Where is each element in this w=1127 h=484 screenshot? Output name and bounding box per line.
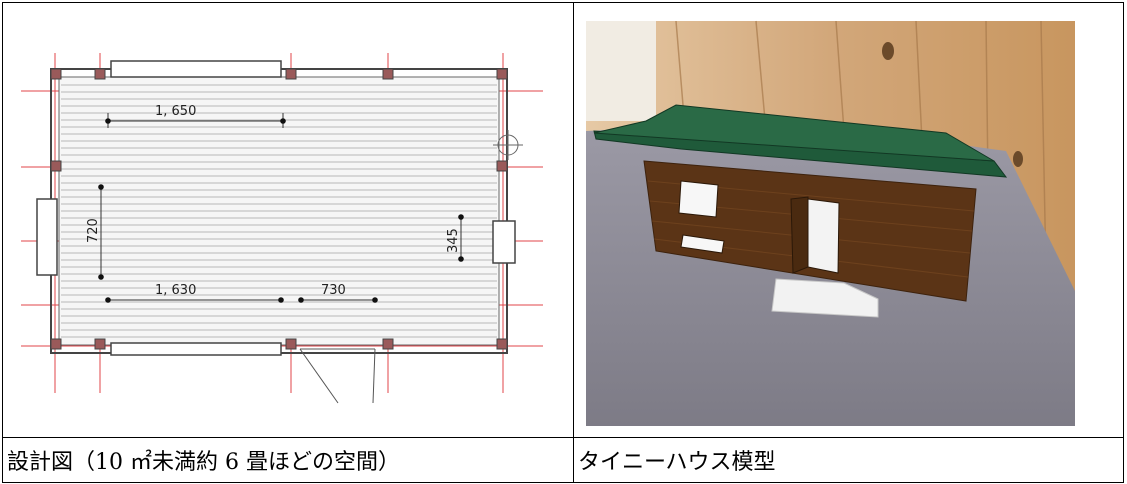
model-window-upper [678,180,719,218]
model-window-lower [680,234,725,254]
posts [50,68,508,350]
door [299,348,376,404]
floor-plan-drawing: 1, 650 1, 630 730 720 345 [21,53,543,404]
top-window [110,60,282,78]
right-window [492,220,516,264]
caption-row: 設計図（10 ㎡未満約 6 畳ほどの空間） タイニーハウス模型 [2,437,1124,483]
dim-bottom-left: 1, 630 [155,283,196,298]
caption-floor-plan: 設計図（10 ㎡未満約 6 畳ほどの空間） [2,437,574,483]
dim-left-height: 720 [86,218,101,243]
floor-boards [61,84,497,338]
model-doorway [807,198,840,274]
caption-model: タイニーハウス模型 [573,437,1124,483]
model-steps [771,278,879,318]
compass-icon [493,130,523,160]
bottom-window [110,342,282,356]
display-board [586,21,656,121]
left-window [36,198,58,276]
wood-knot [882,42,894,60]
floor-plan-cell: 1, 650 1, 630 730 720 345 [2,2,574,438]
model-photo-cell [573,2,1124,438]
dim-right-height: 345 [446,228,461,253]
model-door [790,196,809,274]
dimension-lines [100,113,462,301]
dimension-dots [98,118,464,303]
dim-top-width: 1, 650 [155,104,196,119]
image-row: 1, 650 1, 630 730 720 345 [2,2,1124,438]
wood-knot [1013,151,1023,167]
model-roof-top [593,104,995,162]
model-photo [586,20,1075,426]
dim-bottom-right: 730 [321,283,346,298]
